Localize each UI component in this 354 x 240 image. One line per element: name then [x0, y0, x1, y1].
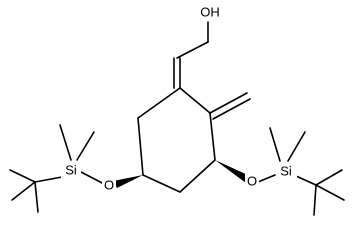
- bond-c3-c4: [179, 159, 216, 193]
- bond-cq-me1-left: [9, 169, 36, 183]
- bond-si-methyl-left-b: [76, 131, 95, 161]
- bond-o-si-left: [80, 171, 107, 186]
- wedge-bond-left: [113, 175, 143, 188]
- bond-c2-c3: [209, 112, 216, 161]
- bond-ca-cb: [176, 41, 209, 59]
- bond-cq-me1-right: [315, 169, 343, 186]
- atom-labels: OH O O Si Si: [61, 5, 297, 193]
- bond-c5-c6: [137, 117, 144, 176]
- side-chain-bonds: [173, 21, 209, 89]
- bond-c4-c5: [142, 174, 181, 193]
- hydroxyl-label: OH: [200, 5, 220, 20]
- bond-c6-c1: [137, 87, 181, 119]
- ether-oxygen-right-label: O: [247, 174, 257, 189]
- ether-oxygen-left-label: O: [104, 178, 114, 193]
- bond-c2-ch2-double-1: [209, 92, 248, 114]
- bond-si-methyl-left-a: [59, 124, 72, 161]
- bond-si-cq-left: [34, 176, 63, 183]
- bond-o-si-right: [257, 174, 276, 183]
- ring-bonds: [137, 87, 216, 193]
- bond-c1-c2: [179, 87, 211, 114]
- silicon-right-label: Si: [280, 164, 292, 179]
- bond-cq-me2-left: [11, 181, 36, 201]
- bond-si-cq-right: [295, 175, 317, 186]
- bond-cq-me3-right: [313, 184, 317, 216]
- tbs-group-right: [257, 127, 345, 216]
- chemical-structure: OH O O Si Si: [9, 5, 345, 216]
- silicon-left-label: Si: [65, 163, 77, 178]
- bond-c2-ch2-double-2: [212, 98, 251, 120]
- bond-si-methyl-right-a: [269, 127, 281, 162]
- bond-si-methyl-right-b: [287, 131, 306, 162]
- tbs-group-left: [9, 124, 107, 213]
- wedge-bond-right: [215, 160, 250, 183]
- bond-cq-me2-right: [315, 184, 345, 201]
- bond-cq-me3-left: [34, 181, 39, 213]
- methylene-bonds: [209, 92, 251, 120]
